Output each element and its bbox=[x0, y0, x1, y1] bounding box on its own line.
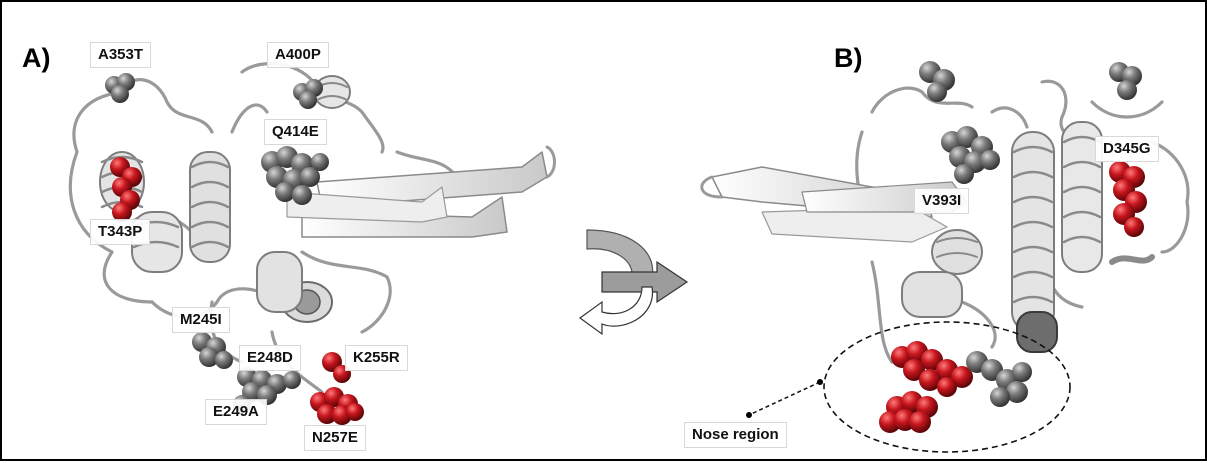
label-q414e: Q414E bbox=[264, 119, 327, 145]
panel-a-letter: A) bbox=[22, 45, 51, 72]
label-m245i: M245I bbox=[172, 307, 230, 333]
rotation-arrow bbox=[580, 230, 687, 334]
label-e248d: E248D bbox=[239, 345, 301, 371]
label-nose-region: Nose region bbox=[684, 422, 787, 448]
label-a400p: A400P bbox=[267, 42, 329, 68]
label-e249a: E249A bbox=[205, 399, 267, 425]
label-v393i: V393I bbox=[914, 188, 969, 214]
label-d345g: D345G bbox=[1095, 136, 1159, 162]
label-t343p: T343P bbox=[90, 219, 150, 245]
label-k255r: K255R bbox=[345, 345, 408, 371]
panel-b-letter: B) bbox=[834, 45, 863, 72]
label-a353t: A353T bbox=[90, 42, 151, 68]
label-n257e: N257E bbox=[304, 425, 366, 451]
structure-b bbox=[702, 81, 1188, 362]
